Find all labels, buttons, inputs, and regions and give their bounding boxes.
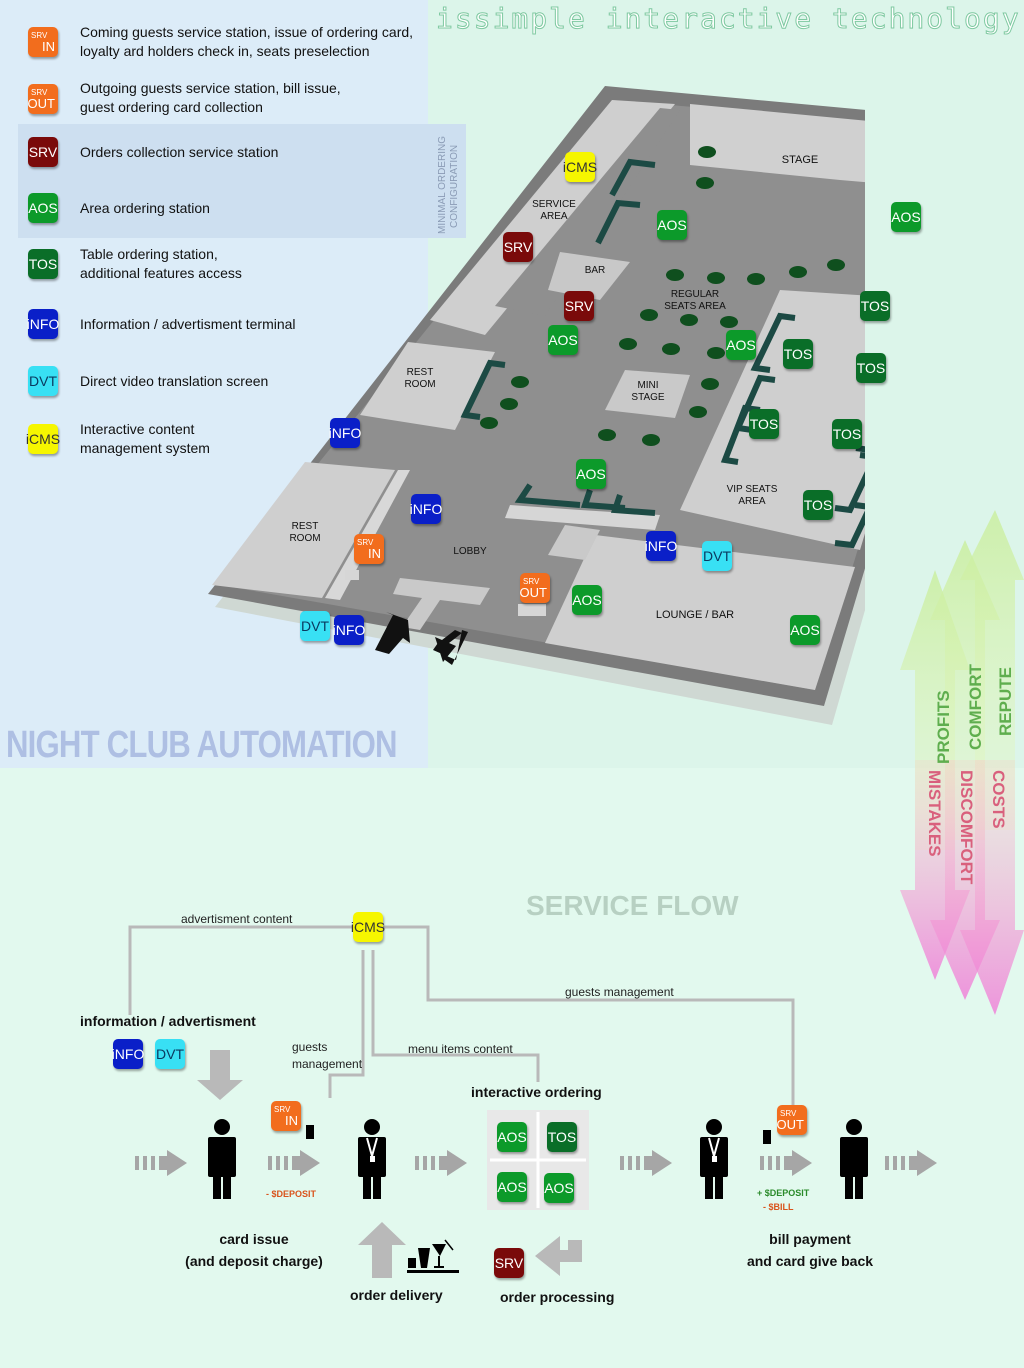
map-info-badge[interactable]: iNFO bbox=[333, 615, 365, 645]
svg-text:CONFIGURATION: CONFIGURATION bbox=[449, 145, 460, 228]
legend-srv-text: Orders collection service station bbox=[80, 144, 279, 160]
deposit-minus-label: - $DEPOSIT bbox=[266, 1189, 317, 1199]
brand-title: issimple interactive technology bbox=[436, 2, 1021, 36]
minimal-config-label: MINIMAL ORDERING CONFIGURATION bbox=[437, 136, 460, 234]
flow-order-delivery-label: order delivery bbox=[350, 1287, 443, 1303]
legend-tos-icon: TOS bbox=[28, 249, 58, 279]
flow-aos-badge[interactable]: AOS bbox=[544, 1173, 574, 1203]
flow-label-advert-content: advertisment content bbox=[181, 912, 293, 926]
map-tos-badge[interactable]: TOS bbox=[803, 490, 833, 520]
map-aos-badge[interactable]: AOS bbox=[790, 615, 820, 645]
map-aos-badge[interactable]: AOS bbox=[548, 325, 578, 355]
reduce-discomfort: DISCOMFORT bbox=[957, 770, 976, 885]
map-label-lobby: LOBBY bbox=[453, 546, 487, 557]
flow-label-menu-items: menu items content bbox=[408, 1042, 513, 1056]
flow-dvt-badge[interactable]: DVT bbox=[155, 1039, 185, 1069]
map-label-lounge-bar: LOUNGE / BAR bbox=[655, 609, 735, 621]
flow-interactive-ordering-title: interactive ordering bbox=[471, 1084, 602, 1100]
legend-info-icon: iNFO bbox=[27, 309, 59, 339]
legend-srv-icon: SRV bbox=[28, 137, 58, 167]
benefit-repute: REPUTE bbox=[996, 667, 1015, 736]
map-aos-badge[interactable]: AOS bbox=[572, 585, 602, 615]
flow-card-issue-label: card issue(and deposit charge) bbox=[185, 1231, 323, 1269]
map-info-badge[interactable]: iNFO bbox=[645, 531, 677, 561]
map-dvt-badge[interactable]: DVT bbox=[702, 541, 732, 571]
map-aos-badge[interactable]: AOS bbox=[891, 202, 921, 232]
legend-srv-in-text: Coming guests service station, issue of … bbox=[80, 24, 414, 59]
flow-srv-badge[interactable]: SRV bbox=[494, 1248, 524, 1278]
map-aos-badge[interactable]: AOS bbox=[657, 210, 687, 240]
flow-tos-badge[interactable]: TOS bbox=[547, 1122, 577, 1152]
map-info-badge[interactable]: iNFO bbox=[410, 494, 442, 524]
map-icms-badge[interactable]: iCMS bbox=[563, 152, 597, 182]
flow-label-guests-management: guests management bbox=[565, 985, 674, 999]
map-label-stage: STAGE bbox=[781, 154, 819, 166]
legend-tos-text: Table ordering station,additional featur… bbox=[80, 246, 242, 281]
map-label-bar: BAR bbox=[584, 265, 606, 276]
flow-info-advert-title: information / advertisment bbox=[80, 1013, 256, 1029]
legend-info-text: Information / advertisment terminal bbox=[80, 316, 296, 332]
map-tos-badge[interactable]: TOS bbox=[783, 339, 813, 369]
map-tos-badge[interactable]: TOS bbox=[860, 291, 890, 321]
flow-icms-badge[interactable]: iCMS bbox=[351, 912, 385, 942]
legend-aos-text: Area ordering station bbox=[80, 200, 210, 216]
reduce-costs: COSTS bbox=[989, 770, 1008, 829]
map-tos-badge[interactable]: TOS bbox=[749, 409, 779, 439]
flow-order-processing-label: order processing bbox=[500, 1289, 615, 1305]
benefit-profits: PROFITS bbox=[934, 690, 953, 764]
bill-minus-label: - $BILL bbox=[763, 1202, 794, 1212]
map-tos-badge[interactable]: TOS bbox=[832, 419, 862, 449]
map-aos-badge[interactable]: AOS bbox=[576, 459, 606, 489]
reduce-mistakes: MISTAKES bbox=[925, 770, 944, 857]
legend-dvt-text: Direct video translation screen bbox=[80, 373, 269, 389]
legend-icms-icon: iCMS bbox=[26, 424, 60, 454]
legend-dvt-icon: DVT bbox=[28, 366, 58, 396]
service-flow-title: SERVICE FLOW bbox=[526, 890, 739, 921]
page-title: NIGHT CLUB AUTOMATION bbox=[6, 724, 398, 766]
deposit-plus-label: + $DEPOSIT bbox=[757, 1188, 810, 1198]
legend-aos-icon: AOS bbox=[28, 193, 58, 223]
flow-info-badge[interactable]: iNFO bbox=[112, 1039, 144, 1069]
map-tos-badge[interactable]: TOS bbox=[856, 353, 886, 383]
flow-aos-badge[interactable]: AOS bbox=[497, 1122, 527, 1152]
svg-text:MINIMAL ORDERING: MINIMAL ORDERING bbox=[437, 136, 448, 234]
flow-aos-badge[interactable]: AOS bbox=[497, 1172, 527, 1202]
benefits-arrows bbox=[900, 510, 1024, 1015]
benefit-comfort: COMFORT bbox=[966, 664, 985, 750]
map-aos-badge[interactable]: AOS bbox=[726, 330, 756, 360]
map-info-badge[interactable]: iNFO bbox=[329, 418, 361, 448]
map-srv-badge[interactable]: SRV bbox=[503, 232, 533, 262]
legend-srv-out-text: Outgoing guests service station, bill is… bbox=[80, 80, 341, 115]
map-dvt-badge[interactable]: DVT bbox=[300, 611, 330, 641]
map-srv-badge[interactable]: SRV bbox=[564, 291, 594, 321]
minimal-config-highlight bbox=[18, 124, 466, 238]
